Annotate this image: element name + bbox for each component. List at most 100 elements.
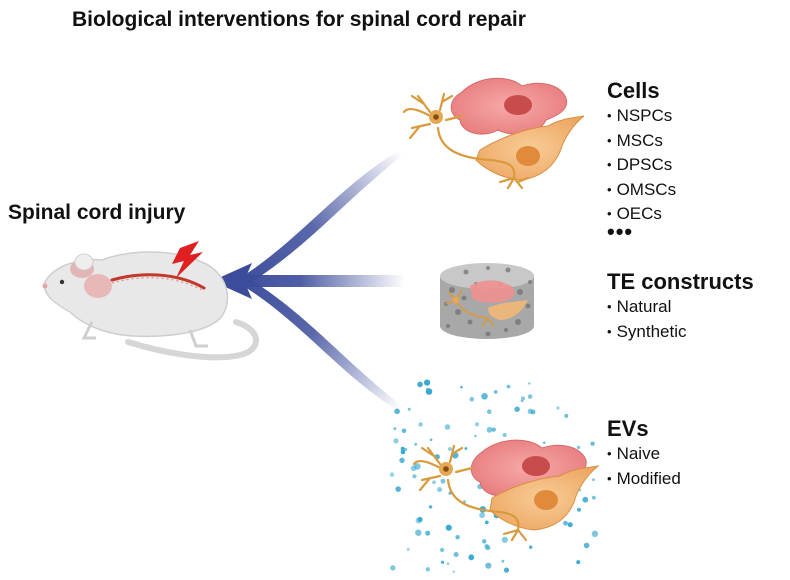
vesicle-dot <box>415 529 422 536</box>
vesicle-dot <box>481 393 488 400</box>
vesicle-dot <box>412 474 417 479</box>
vesicle-dot <box>484 543 489 549</box>
list-item: NSPCs <box>607 104 676 129</box>
group-te-constructs: TE constructs Natural Synthetic <box>607 269 754 344</box>
list-item: Modified <box>607 467 681 492</box>
vesicle-dot <box>440 560 445 564</box>
astrocyte-icon <box>489 465 600 531</box>
vesicle-dot <box>468 554 475 561</box>
vesicle-dot <box>592 478 595 482</box>
vesicle-dot <box>417 517 423 522</box>
vesicle-dot <box>429 438 433 442</box>
vesicle-dot <box>444 424 451 430</box>
vesicle-dot <box>590 441 595 446</box>
list-item: Natural <box>607 295 754 320</box>
vesicle-dot <box>448 447 452 451</box>
scaffold-icon <box>440 263 534 339</box>
vesicle-dot <box>484 520 489 525</box>
vesicle-dot <box>426 387 429 391</box>
injury-label: Spinal cord injury <box>8 201 186 224</box>
vesicle-dot <box>440 478 446 484</box>
group-title-evs: EVs <box>607 416 649 441</box>
vesicle-dot <box>527 394 533 399</box>
fibroblast-icon <box>450 77 568 135</box>
lightning-icon <box>172 241 203 278</box>
vesicle-icon <box>389 379 599 573</box>
vesicle-dot <box>501 559 505 563</box>
vesicle-dot <box>455 535 460 540</box>
vesicle-dot <box>503 567 510 573</box>
vesicle-dot <box>501 536 508 543</box>
vesicle-dot <box>563 520 568 526</box>
arrow-from-evs <box>240 276 402 412</box>
vesicle-dot <box>527 408 534 414</box>
vesicle-dot <box>452 570 455 573</box>
list-item: MSCs <box>607 129 676 154</box>
group-title-te-constructs: TE constructs <box>607 269 754 294</box>
vesicle-dot <box>528 382 531 385</box>
vesicle-dot <box>592 495 596 500</box>
vesicle-dot <box>407 407 411 411</box>
group-cells: Cells NSPCs MSCs DPSCs OMSCs OECs ••• <box>607 78 676 244</box>
vesicle-dot <box>576 560 581 565</box>
astrocyte-icon <box>475 115 585 181</box>
arrowhead <box>212 263 252 299</box>
list-item: Synthetic <box>607 320 754 345</box>
vesicle-dot <box>502 433 507 437</box>
vesicle-dot <box>583 542 590 549</box>
vesicle-dot <box>474 434 477 438</box>
vesicle-dot <box>410 465 417 472</box>
vesicle-dot <box>406 548 410 551</box>
vesicle-dot <box>414 442 418 446</box>
vesicle-dot <box>417 381 423 388</box>
vesicle-dot <box>400 446 405 451</box>
vesicle-dot <box>469 396 475 402</box>
vesicle-dot <box>432 480 436 485</box>
vesicle-dot <box>486 409 492 415</box>
vesicle-dot <box>529 545 533 549</box>
evs-illustration <box>389 379 600 573</box>
vesicle-dot <box>437 487 443 492</box>
vesicle-dot <box>482 539 487 544</box>
vesicle-dot <box>453 552 459 557</box>
vesicle-dot <box>591 530 599 537</box>
vesicle-dot <box>542 441 546 445</box>
vesicle-dot <box>424 379 431 386</box>
vesicle-dot <box>393 427 397 431</box>
vesicle-dot <box>567 522 573 528</box>
vesicle-dot <box>474 422 480 427</box>
vesicle-dot <box>428 505 433 509</box>
vesicle-dot <box>576 445 581 450</box>
vesicle-dot <box>389 472 395 477</box>
vesicle-dot <box>577 507 581 512</box>
arrows <box>212 150 405 412</box>
vesicle-dot <box>393 438 399 444</box>
neuron-icon <box>412 444 528 542</box>
list-item: Naive <box>607 442 681 467</box>
vesicle-dot <box>479 512 485 519</box>
more-indicator: ••• <box>607 218 634 244</box>
vesicle-dot <box>493 390 498 394</box>
group-title-cells: Cells <box>607 78 660 103</box>
vesicle-dot <box>418 422 423 427</box>
vesicle-dot <box>400 449 406 455</box>
neuron-icon <box>402 92 530 190</box>
vesicle-dot <box>491 427 496 432</box>
rat-icon <box>42 251 259 361</box>
cells-illustration <box>402 77 585 190</box>
vesicle-dot <box>520 399 524 403</box>
vesicle-dot <box>485 562 492 569</box>
vesicle-dot <box>556 406 560 410</box>
vesicle-dot <box>439 547 445 553</box>
group-evs: EVs Naive Modified <box>607 416 681 491</box>
vesicle-dot <box>395 486 402 492</box>
vesicle-dot <box>446 562 450 565</box>
vesicle-dot <box>445 524 452 531</box>
vesicle-dot <box>390 565 396 571</box>
vesicle-dot <box>394 408 400 415</box>
vesicle-dot <box>514 406 520 412</box>
list-item: OECs <box>607 202 676 227</box>
arrow-from-cells <box>240 150 402 286</box>
vesicle-dot <box>399 457 405 463</box>
